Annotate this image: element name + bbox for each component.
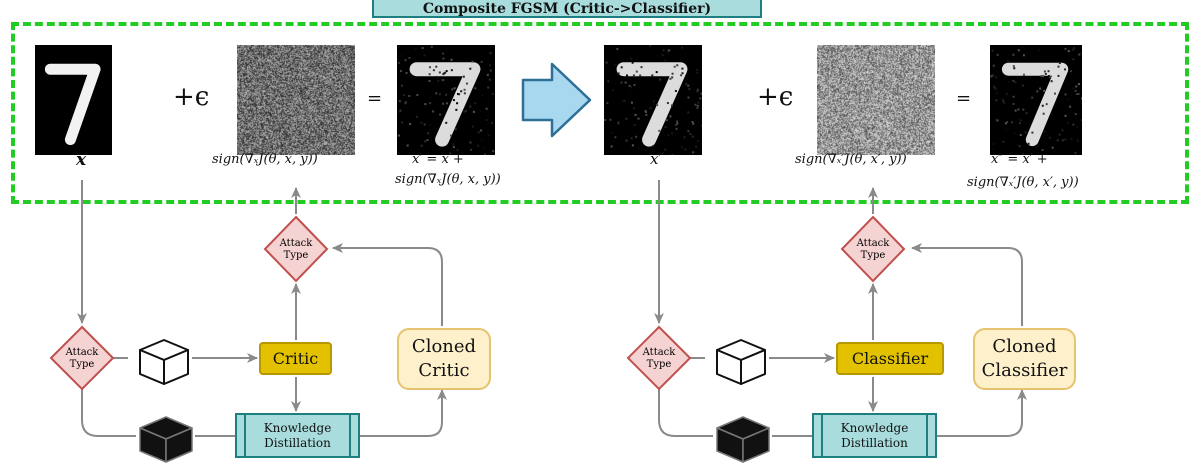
black-box-cube-icon [717,417,769,462]
edge-kd2-to-cloned [937,390,1022,436]
svg-text:Attack: Attack [856,238,891,249]
svg-text:Attack: Attack [279,238,314,249]
kd-line2: Distillation [264,436,331,451]
kd-line1: Knowledge [264,421,332,436]
attack-type-diamond-right-top: Attack Type [842,217,904,281]
right-arrow-icon [523,64,590,136]
svg-text:Attack: Attack [65,347,100,358]
cloned-critic-line2: Critic [418,359,469,383]
edge-attack-to-blackbox [82,388,136,436]
classifier-node: Classifier [836,342,944,375]
cloned-classifier-line1: Cloned [992,335,1056,359]
label-xprime-def-1: x′ = x + [412,152,464,167]
edge-attack2-to-blackbox [659,388,713,436]
digit-seven-icon [990,45,1082,155]
label-xdprime-def-2: sign(∇ₓ′J(θ, x′, y)) [967,175,1079,190]
label-xdprime-def-1: x″ = x′ + [991,152,1048,167]
white-box-cube-icon [140,340,188,384]
cloned-critic-node: Cloned Critic [397,328,491,390]
svg-text:Type: Type [647,359,672,370]
label-xprime-def-2: sign(∇ₓJ(θ, x, y)) [395,172,501,187]
plus-epsilon-left: +ϵ [173,82,209,112]
attack-type-diamond-right-bottom: Attack Type [628,327,690,389]
svg-text:Attack: Attack [642,347,677,358]
edge-kd-to-cloned [360,390,442,436]
label-x: x [76,150,86,170]
digit-seven-icon [35,45,112,155]
noise-pattern-icon [237,45,355,155]
label-noise-1: sign(∇ₓJ(θ, x, y)) [212,152,318,167]
digit-seven-icon [604,45,702,155]
attack-type-diamond-left-top: Attack Type [265,217,327,281]
plus-epsilon-right: +ϵ [757,82,793,112]
digit-seven-icon [397,45,495,155]
svg-text:Type: Type [284,250,309,261]
knowledge-distillation-node-left: Knowledge Distillation [235,413,360,458]
svg-text:Type: Type [70,359,95,370]
svg-text:Type: Type [861,250,886,261]
label-xprime: x′ [650,150,662,168]
cloned-classifier-line2: Classifier [982,359,1068,383]
black-box-cube-icon [140,417,192,462]
equals-left: = [367,88,382,109]
white-box-cube-icon [717,340,765,384]
cloned-critic-line1: Cloned [412,335,476,359]
knowledge-distillation-node-right: Knowledge Distillation [812,413,937,458]
equals-right: = [956,88,971,109]
edge-cloned2-to-attack-top [912,248,1022,326]
noise-pattern-icon [817,45,935,155]
cloned-classifier-node: Cloned Classifier [973,328,1076,390]
kd-line2: Distillation [841,436,908,451]
kd-line1: Knowledge [841,421,909,436]
attack-type-diamond-left-bottom: Attack Type [51,327,113,389]
edge-cloned-to-attack-top [333,248,442,326]
label-noise-2: sign(∇ₓ′J(θ, x′, y)) [795,152,907,167]
critic-node: Critic [259,342,332,375]
